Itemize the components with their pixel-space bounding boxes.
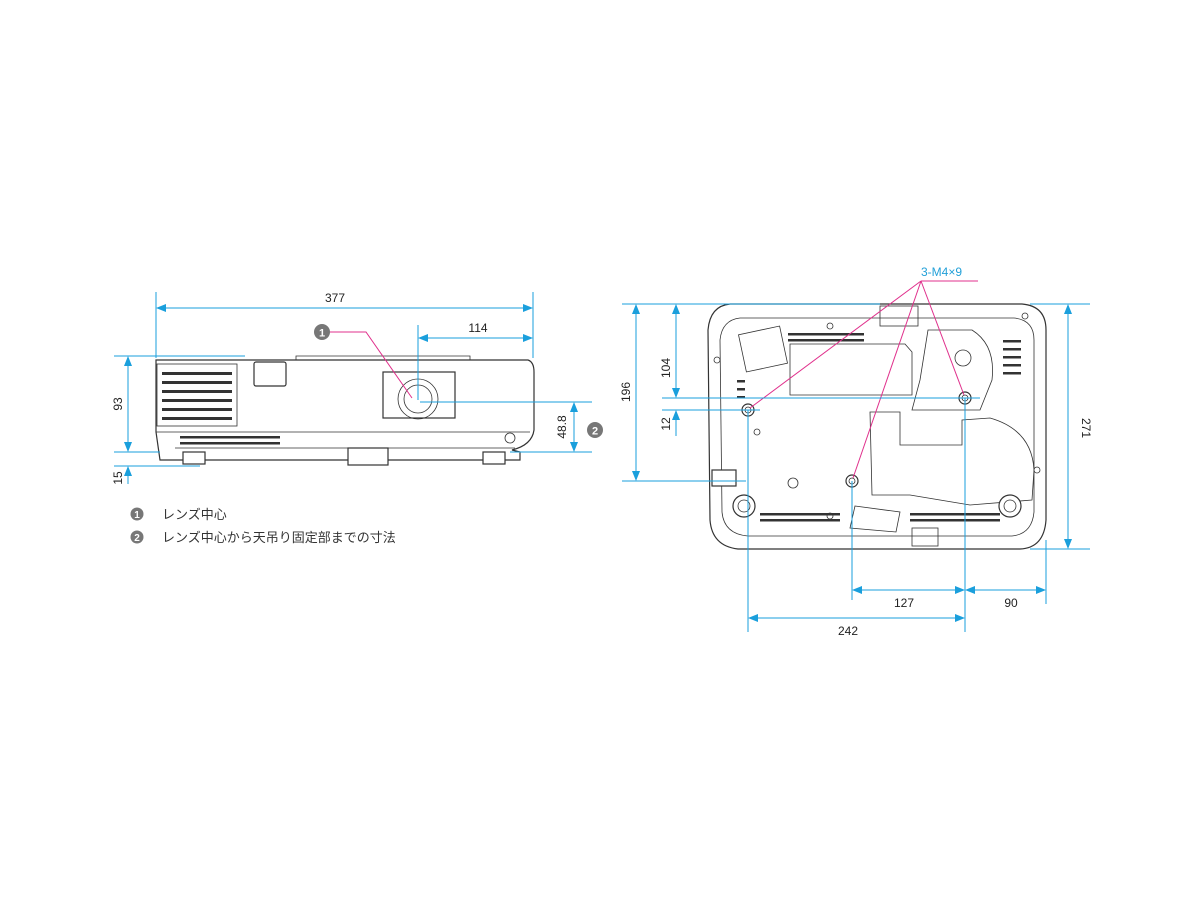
projector-bottom-body — [707, 303, 1047, 550]
legend-num-1: 1 — [134, 510, 140, 521]
dim-hole-span: 127 — [894, 596, 914, 610]
legend-text-2: レンズ中心から天吊り固定部までの寸法 — [162, 530, 396, 546]
dim-hole-offset-a: 104 — [659, 358, 673, 378]
front-foot-right — [482, 451, 506, 465]
legend-marker-1-icon — [130, 507, 144, 521]
marker-1-icon — [314, 324, 330, 340]
front-foot-adjust — [347, 447, 389, 466]
dim-height: 93 — [111, 397, 125, 411]
dim-depth-total: 271 — [1079, 418, 1093, 438]
bottom-view: 3-M4×9 196 104 12 271 — [619, 265, 1093, 638]
dim-hole-offset-b: 12 — [659, 417, 673, 431]
dim-depth: 196 — [619, 382, 633, 402]
legend-text-1: レンズ中心 — [162, 507, 227, 523]
marker-1-label: 1 — [319, 328, 325, 340]
dim-width: 377 — [325, 291, 345, 305]
dim-total: 242 — [838, 624, 858, 638]
dim-foot: 15 — [111, 471, 125, 485]
dim-lens-to-mount: 48.8 — [555, 415, 569, 439]
bottom-foot-left — [732, 494, 756, 518]
legend-marker-2-icon — [130, 530, 144, 544]
callout-screw-spec: 3-M4×9 — [921, 265, 962, 279]
ir-sensor — [253, 361, 287, 387]
legend-num-2: 2 — [134, 533, 140, 544]
legend: 1 レンズ中心 2 レンズ中心から天吊り固定部までの寸法 — [130, 507, 396, 546]
bottom-foot-right — [998, 494, 1022, 518]
dim-lens-offset: 114 — [468, 321, 487, 335]
front-view: 377 114 93 15 48.8 1 2 — [111, 291, 603, 485]
lens-housing — [382, 371, 456, 419]
marker-2-icon — [587, 422, 603, 438]
vent-grille — [156, 363, 280, 445]
marker-2-label: 2 — [592, 426, 598, 438]
dim-side: 90 — [1004, 596, 1018, 610]
top-latch — [879, 305, 919, 327]
front-foot-left — [182, 451, 206, 465]
